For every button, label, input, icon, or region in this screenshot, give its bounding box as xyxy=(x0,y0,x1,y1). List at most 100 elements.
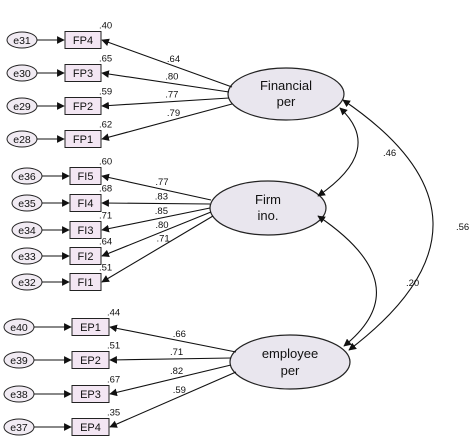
indicator-fp2-box xyxy=(64,97,102,115)
indicator-ep1-box xyxy=(71,318,110,336)
loading-fi5-label: .77 xyxy=(155,177,168,188)
loading-fp3-label: .80 xyxy=(165,71,178,82)
latent-financial-ellipse xyxy=(227,67,345,121)
error-e34-label: e34 xyxy=(18,225,36,237)
indicator-fi4-label: FI4 xyxy=(78,198,94,210)
indicator-fp1-box xyxy=(64,130,102,148)
indicator-fp2-label: FP2 xyxy=(73,101,93,113)
loading-fp4-arrow xyxy=(101,38,233,88)
indicator-fi2-r2: .64 xyxy=(99,237,112,248)
indicator-fp1-label: FP1 xyxy=(73,134,93,146)
indicator-ep4-box xyxy=(71,418,110,436)
loading-ep3-label: .82 xyxy=(170,366,183,377)
indicator-fi1-label: FI1 xyxy=(78,277,94,289)
covariance-firm-employee-arc xyxy=(317,215,377,347)
latent-employee-per: employee per xyxy=(229,334,351,390)
latent-firm-line1: Firm xyxy=(255,192,281,207)
indicator-ep3-r2: .67 xyxy=(107,375,120,386)
indicator-fp4-box xyxy=(64,31,102,49)
indicator-fp4-r2: .40 xyxy=(99,21,112,32)
latent-financial-line1: Financial xyxy=(260,78,312,93)
indicator-fi2: e33 FI2 .64 .80 xyxy=(11,211,212,265)
indicator-ep2-label: EP2 xyxy=(80,355,101,367)
indicator-ep4-label: EP4 xyxy=(80,422,101,434)
loading-ep1-label: .66 xyxy=(173,329,186,340)
loading-fi4-label: .83 xyxy=(155,192,168,203)
loading-fi1-arrow xyxy=(101,215,214,283)
error-e39-label: e39 xyxy=(10,355,28,367)
error-e33-label: e33 xyxy=(18,251,36,263)
indicator-ep4: e37 EP4 .35 .59 xyxy=(3,371,237,436)
indicator-ep2: e39 EP2 .51 .71 xyxy=(3,341,232,369)
indicator-fi4: e35 FI4 .68 .83 xyxy=(11,184,211,212)
covariance-financial-firm: .46 xyxy=(317,107,396,197)
error-e36-label: e36 xyxy=(18,171,36,183)
error-e29-label: e29 xyxy=(13,101,31,113)
loading-ep4-label: .59 xyxy=(173,385,186,396)
indicator-fi5-r2: .60 xyxy=(99,157,112,168)
indicator-ep2-box xyxy=(71,351,110,369)
indicator-fi3-label: FI3 xyxy=(78,225,94,237)
covariance-firm-employee-label: .20 xyxy=(406,278,419,289)
indicator-ep2-r2: .51 xyxy=(107,341,120,352)
loading-ep2-label: .71 xyxy=(170,347,183,358)
loading-ep4-arrow xyxy=(109,371,237,428)
latent-financial-line2: per xyxy=(277,94,296,109)
loading-fi3-arrow xyxy=(101,207,211,233)
loading-fi3-label: .85 xyxy=(155,206,168,217)
indicator-fp2-r2: .59 xyxy=(99,87,112,98)
loading-fp2-arrow xyxy=(101,97,230,110)
indicator-fi3-box xyxy=(69,221,102,239)
error-e40-label: e40 xyxy=(10,322,28,334)
error-e31-label: e31 xyxy=(13,35,31,47)
error-e35-label: e35 xyxy=(18,198,36,210)
latent-employee-ellipse xyxy=(229,334,351,390)
indicator-fi3: e34 FI3 .71 .85 xyxy=(11,206,211,239)
indicator-ep3-box xyxy=(71,385,110,403)
indicator-fp3-label: FP3 xyxy=(73,68,93,80)
indicator-fi5-box xyxy=(69,167,102,185)
error-e38-label: e38 xyxy=(10,389,28,401)
indicator-fp3: e30 FP3 .65 .80 xyxy=(6,54,230,93)
latent-firm-ino: Firm ino. xyxy=(209,180,327,236)
indicator-ep4-r2: .35 xyxy=(107,408,120,419)
covariance-financial-firm-arc xyxy=(317,107,359,197)
indicator-fi3-r2: .71 xyxy=(99,211,112,222)
indicator-fi1-box xyxy=(69,273,102,291)
loading-fi2-label: .80 xyxy=(155,220,168,231)
indicator-fp4-label: FP4 xyxy=(73,35,93,47)
indicator-fp4: e31 FP4 .40 .64 xyxy=(6,21,233,88)
error-e30-label: e30 xyxy=(13,68,31,80)
loading-fp1-arrow xyxy=(101,103,233,141)
latent-employee-line2: per xyxy=(281,363,300,378)
covariance-firm-employee: .20 xyxy=(317,215,419,347)
latent-firm-line2: ino. xyxy=(258,208,279,223)
loading-fp1-label: .79 xyxy=(167,108,180,119)
loading-fi4-arrow xyxy=(101,199,211,207)
loading-ep2-arrow xyxy=(109,356,232,364)
covariance-financial-employee-label: .56 xyxy=(456,222,469,233)
latent-financial-per: Financial per xyxy=(227,67,345,121)
indicator-fi1-r2: .51 xyxy=(99,263,112,274)
latent-employee-line1: employee xyxy=(262,346,318,361)
loading-fp3-arrow xyxy=(101,70,230,93)
loading-ep1-arrow xyxy=(109,324,237,353)
indicator-ep1-label: EP1 xyxy=(80,322,101,334)
indicator-fi4-r2: .68 xyxy=(99,184,112,195)
error-e37-label: e37 xyxy=(10,422,28,434)
error-e32-label: e32 xyxy=(18,277,36,289)
indicator-fi2-label: FI2 xyxy=(78,251,94,263)
loading-fp4-label: .64 xyxy=(167,54,180,65)
indicator-fp3-r2: .65 xyxy=(99,54,112,65)
indicator-fi4-box xyxy=(69,194,102,212)
error-e28-label: e28 xyxy=(13,134,31,146)
loading-fi2-arrow xyxy=(101,211,212,257)
loading-ep3-arrow xyxy=(109,364,232,397)
